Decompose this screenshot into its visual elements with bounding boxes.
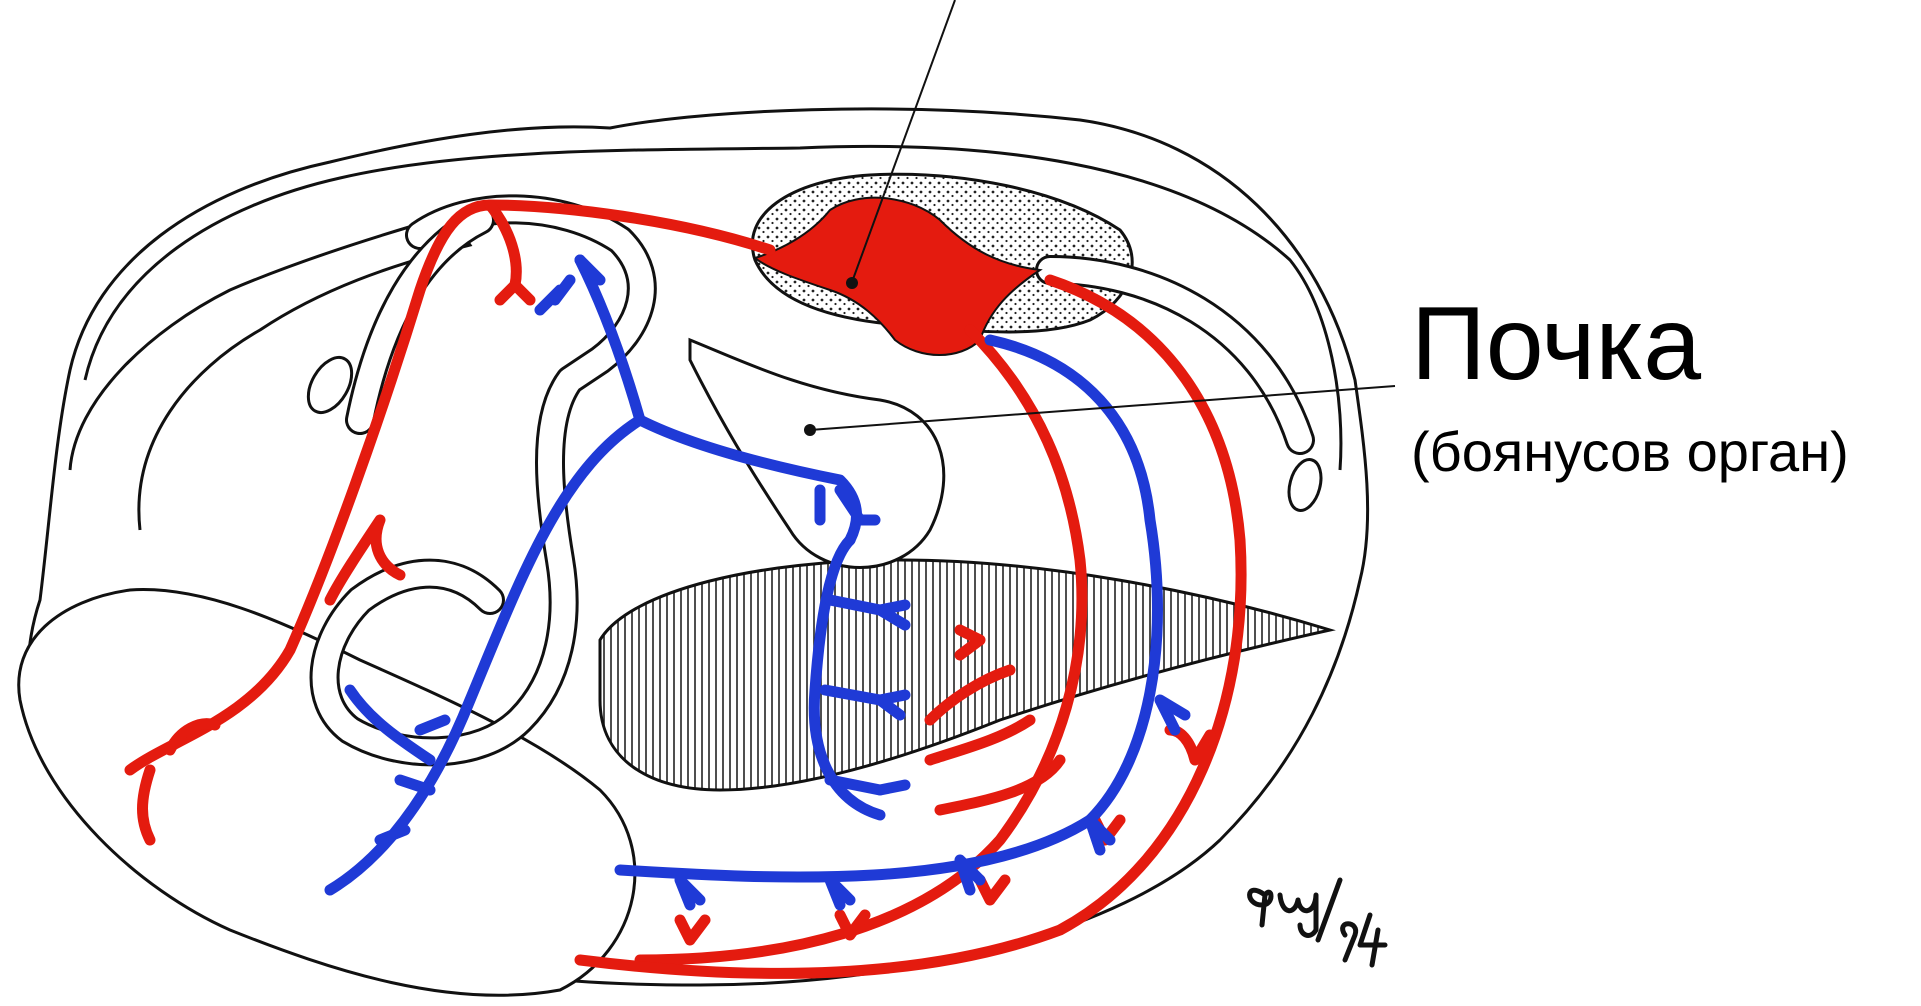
kidney-label-title: Почка [1411,292,1701,396]
heart-pointer-dot [846,277,858,289]
artist-signature [1250,880,1385,965]
kidney-pointer-dot [804,424,816,436]
kidney-label-subtitle: (боянусов орган) [1411,424,1849,480]
